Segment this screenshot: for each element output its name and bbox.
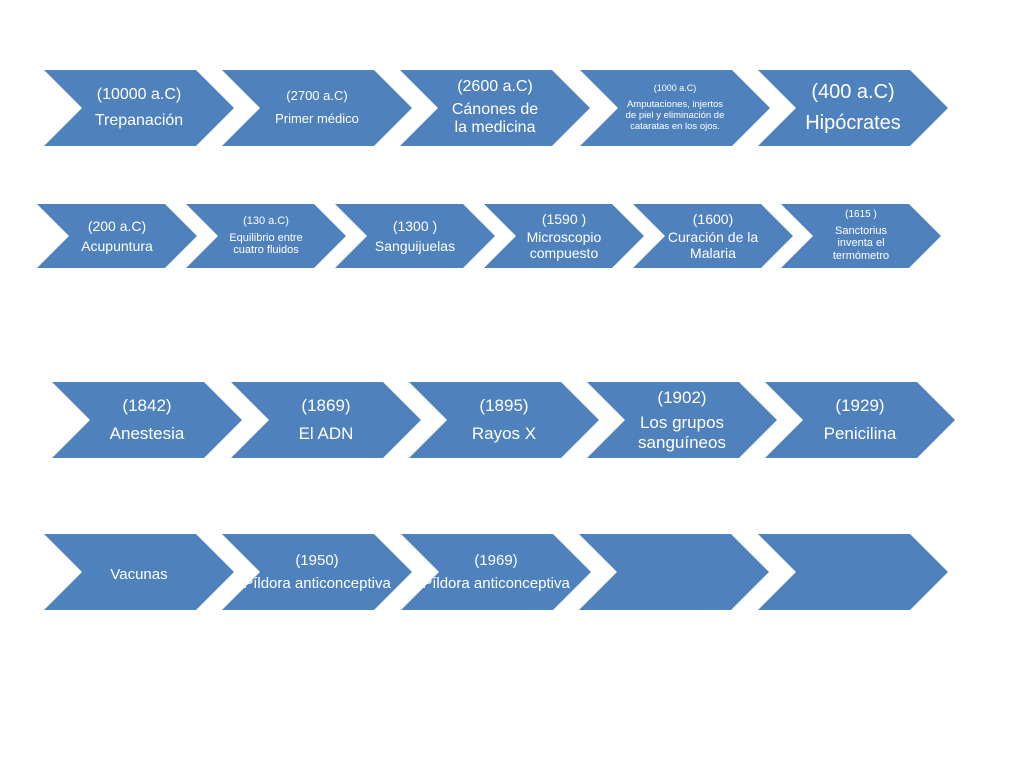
- step-title: Amputaciones, injertos de piel y elimina…: [625, 98, 725, 132]
- step-date: (1950): [295, 551, 339, 569]
- step-date: (2700 a.C): [286, 88, 348, 104]
- chevron-step: (130 a.C) Equilibrio entre cuatro fluido…: [186, 204, 346, 268]
- chevron-step: (1000 a.C) Amputaciones, injertos de pie…: [580, 70, 770, 146]
- step-title: Cánones de la medicina: [451, 100, 539, 137]
- step-date: (1902): [657, 387, 707, 407]
- step-title: Los grupos sanguíneos: [638, 413, 726, 452]
- step-date: (1895): [479, 396, 529, 416]
- step-date: (1600): [692, 210, 734, 227]
- step-title: Equilibrio entre cuatro fluidos: [229, 231, 303, 257]
- step-date: (200 a.C): [87, 217, 147, 234]
- step-title: Microscopio compuesto: [526, 228, 602, 262]
- chevron-step: (2700 a.C) Primer médico: [222, 70, 412, 146]
- step-title: Vacunas: [110, 566, 168, 584]
- chevron-step: (1895) Rayos X: [409, 382, 599, 458]
- chevron-step: Vacunas: [44, 534, 234, 610]
- chevron-step: (1300 ) Sanguijuelas: [335, 204, 495, 268]
- step-title: El ADN: [298, 424, 354, 443]
- step-date: (10000 a.C): [96, 85, 182, 103]
- chevron-step: (1869) El ADN: [231, 382, 421, 458]
- step-title: Acupuntura: [81, 238, 153, 254]
- chevron-step: [579, 534, 769, 610]
- chevron-step: (1969) Píldora anticonceptiva: [401, 534, 591, 610]
- chevron-step: (1929) Penicilina: [765, 382, 955, 458]
- chevron-step: (200 a.C) Acupuntura: [37, 204, 197, 268]
- chevron-step: (2600 a.C) Cánones de la medicina: [400, 70, 590, 146]
- chevron-step: (1842) Anestesia: [52, 382, 242, 458]
- step-title: Píldora anticonceptiva: [422, 575, 570, 592]
- step-date: (1615 ): [845, 209, 877, 221]
- chevron-step: [758, 534, 948, 610]
- step-title: Hipócrates: [805, 112, 901, 134]
- step-date: (1300 ): [392, 217, 438, 234]
- chevron-step: (400 a.C) Hipócrates: [758, 70, 948, 146]
- step-date: (1969): [474, 551, 518, 569]
- step-title: Rayos X: [471, 424, 537, 443]
- step-title: Trepanación: [94, 112, 184, 129]
- chevron-step: (1590 ) Microscopio compuesto: [484, 204, 644, 268]
- step-date: (1869): [301, 396, 351, 416]
- chevron-step: (1950) Píldora anticonceptiva: [222, 534, 412, 610]
- step-date: (130 a.C): [243, 215, 289, 228]
- step-date: (1842): [122, 396, 172, 416]
- step-date: (1929): [835, 396, 885, 416]
- step-title: Primer médico: [275, 111, 359, 126]
- step-title: Anestesia: [109, 424, 185, 443]
- chevron-step: (1902) Los grupos sanguíneos: [587, 382, 777, 458]
- step-title: Sanguijuelas: [374, 238, 456, 254]
- step-date: (1590 ): [541, 210, 587, 227]
- step-title: Curación de la Malaria: [667, 228, 759, 262]
- step-title: Píldora anticonceptiva: [243, 575, 391, 592]
- step-date: (2600 a.C): [457, 78, 533, 96]
- step-title: Sanctorius inventa el termómetro: [832, 224, 890, 263]
- chevron-step: (1600) Curación de la Malaria: [633, 204, 793, 268]
- step-date: (400 a.C): [811, 81, 895, 103]
- chevron-step: (1615 ) Sanctorius inventa el termómetro: [781, 204, 941, 268]
- step-date: (1000 a.C): [653, 83, 697, 94]
- step-title: Penicilina: [823, 424, 897, 443]
- chevron-step: (10000 a.C) Trepanación: [44, 70, 234, 146]
